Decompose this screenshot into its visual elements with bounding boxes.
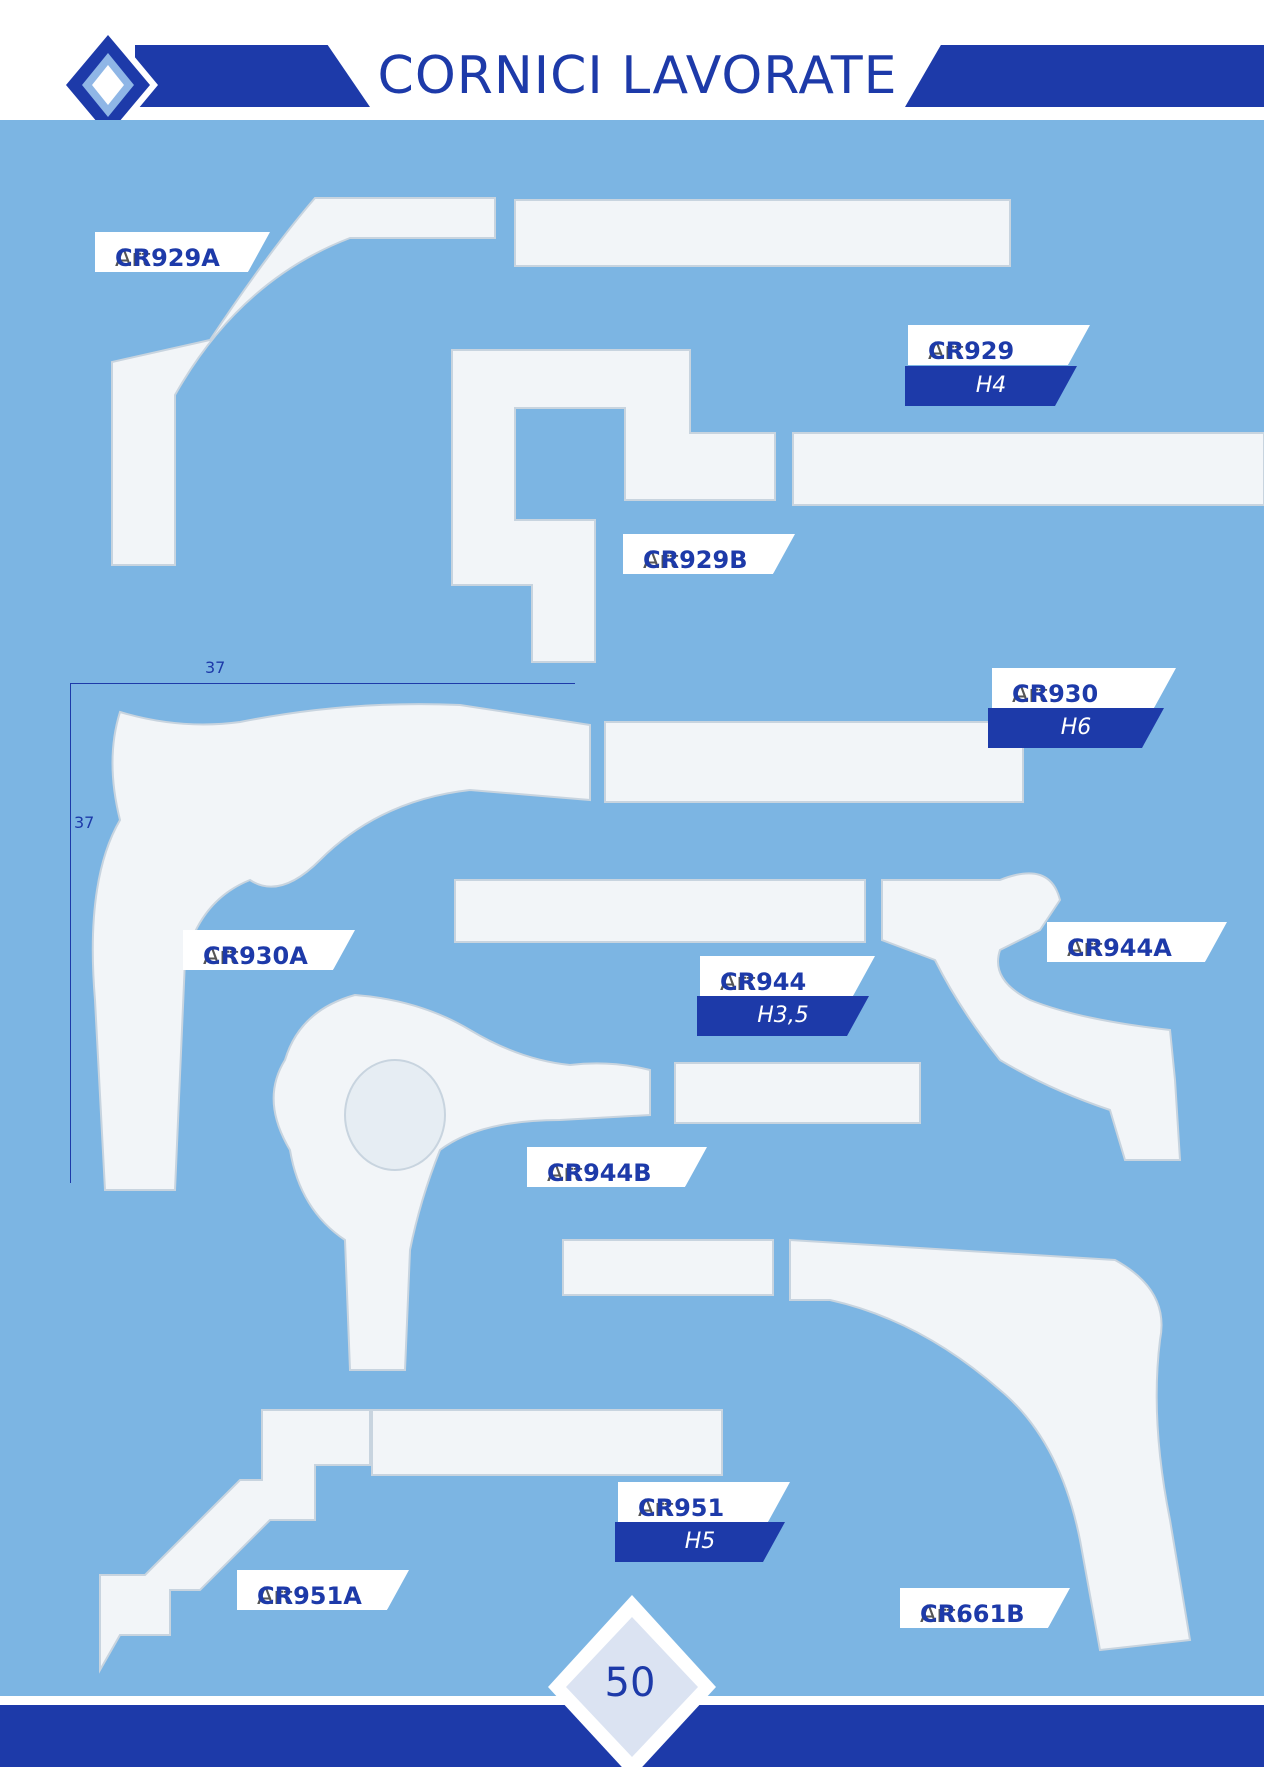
cr930a-piece [91,703,591,1191]
cr929a-piece [111,197,496,566]
cr929-strip [514,199,1011,267]
brand-logo-icon [58,25,158,145]
header-bar-left [135,45,370,107]
cr951a-piece [99,1409,371,1674]
label-prefix: Art: [1012,680,1056,708]
label-code: CR930A [203,942,308,970]
header-bar-right [905,45,1264,107]
label-cr661b: Art: CR661B [900,1588,1070,1628]
label-cr929: Art: CR929 [908,325,1090,365]
size-cr929: H4 [905,366,1077,406]
label-cr944a: Art: CR944A [1047,922,1227,962]
cr944-strip [454,879,866,943]
label-prefix: Art: [920,1600,964,1628]
label-code: CR944A [1067,934,1172,962]
label-cr929b: Art: CR929B [623,534,795,574]
dimension-height: 37 [74,813,95,832]
label-code: CR951 [638,1494,725,1522]
footer-diamond-icon [548,1595,716,1778]
cr944-strip-2 [674,1062,921,1124]
label-cr929a: Art: CR929A [95,232,270,272]
label-prefix: Art: [643,546,687,574]
label-prefix: Art: [257,1582,301,1610]
page-number: 50 [604,1660,656,1706]
cr661b-piece [789,1238,1192,1652]
label-cr930: Art: CR930 [992,668,1176,708]
label-cr951: Art: CR951 [618,1482,790,1522]
label-prefix: Art: [115,244,159,272]
label-cr930a: Art: CR930A [183,930,355,970]
label-code: CR944B [547,1159,652,1187]
label-prefix: Art: [1067,934,1111,962]
label-code: CR929B [643,546,748,574]
page-title: CORNICI LAVORATE [377,46,898,106]
label-code: CR929 [928,337,1015,365]
size-cr944: H3,5 [697,996,869,1036]
cr951-strip [371,1409,723,1476]
size-cr951: H5 [615,1522,785,1562]
label-cr944b: Art: CR944B [527,1147,707,1187]
label-code: CR930 [1012,680,1099,708]
label-prefix: Art: [203,942,247,970]
label-code: CR929A [115,244,220,272]
dimension-line-horizontal [70,683,575,684]
size-cr930: H6 [988,708,1164,748]
label-code: CR661B [920,1600,1025,1628]
cr930-strip [604,721,1024,803]
cr929b-piece [451,349,776,663]
cr929-strip-2 [792,432,1264,506]
label-code: CR944 [720,968,807,996]
label-prefix: Art: [547,1159,591,1187]
cr951-strip-small [562,1239,774,1296]
label-cr944: Art: CR944 [700,956,875,996]
label-cr951a: Art: CR951A [237,1570,409,1610]
dimension-line-vertical [70,683,71,1183]
label-prefix: Art: [720,968,764,996]
cr944a-piece [881,872,1182,1161]
label-prefix: Art: [638,1494,682,1522]
dimension-width: 37 [205,658,226,677]
label-code: CR951A [257,1582,362,1610]
label-prefix: Art: [928,337,972,365]
